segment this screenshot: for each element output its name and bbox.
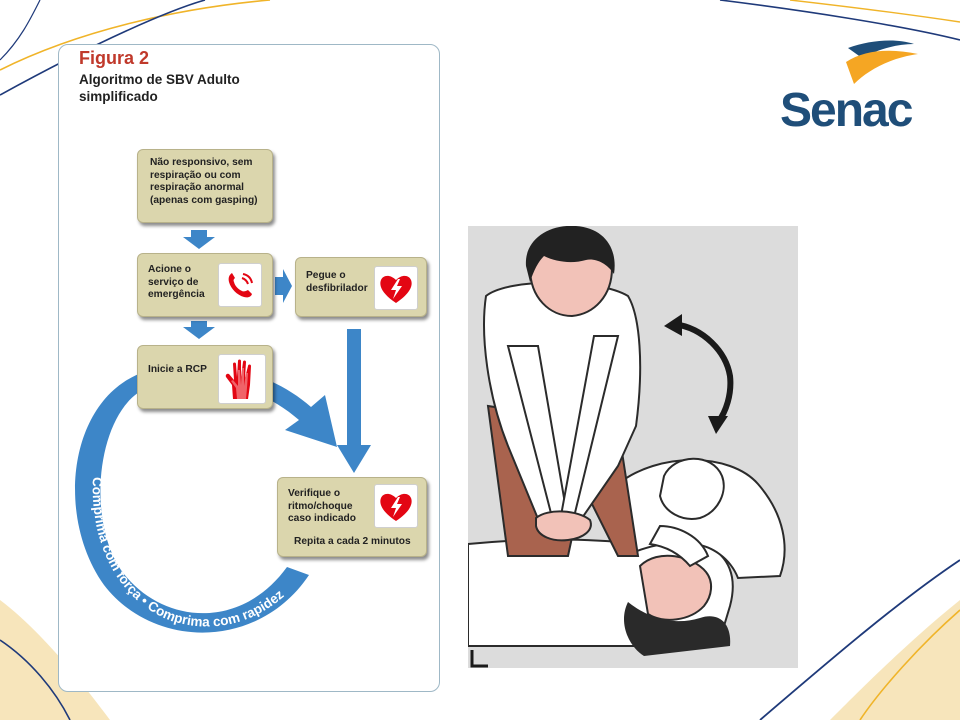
- arrow-down-long: [337, 329, 371, 473]
- step-repeat-text: Repita a cada 2 minutos: [294, 536, 411, 547]
- step-check-rhythm: Verifique o ritmo/choque caso indicado R…: [277, 477, 427, 557]
- svg-text:Senac: Senac: [780, 84, 913, 136]
- cpr-illustration: [468, 226, 798, 668]
- step-unresponsive: Não responsivo, sem respiração ou com re…: [137, 149, 273, 223]
- figure-subtitle: Algoritmo de SBV Adulto simplificado: [79, 72, 240, 104]
- step-unresponsive-text: Não responsivo, sem respiração ou com re…: [150, 157, 258, 206]
- step-start-cpr-text: Inicie a RCP: [148, 364, 207, 375]
- senac-logo: Senac: [780, 40, 918, 136]
- phone-icon: [228, 273, 253, 298]
- step-get-defibrillator: Pegue o desfibrilador: [295, 257, 427, 317]
- step-check-rhythm-text: Verifique o ritmo/choque caso indicado: [288, 488, 356, 524]
- bls-algorithm-figure: Figura 2 Algoritmo de SBV Adulto simplif…: [58, 44, 440, 692]
- arrow-down-1: [183, 230, 215, 249]
- step-call-emergency: Acione o serviço de emergência: [137, 253, 273, 317]
- defibrillator-icon-tile-2: [374, 484, 418, 528]
- hand-icon-tile: [218, 354, 266, 404]
- step-call-emergency-text: Acione o serviço de emergência: [148, 264, 205, 300]
- flow-arrows: Comprima com força • Comprima com rapide…: [75, 230, 371, 633]
- cycle-text: Comprima com força • Comprima com rapide…: [90, 477, 287, 630]
- phone-icon-tile: [218, 263, 262, 307]
- defibrillator-heart-icon: [380, 275, 412, 303]
- defibrillator-icon-tile: [374, 266, 418, 310]
- arrow-down-2: [183, 321, 215, 339]
- defibrillator-heart-icon: [380, 493, 412, 521]
- step-get-defibrillator-text: Pegue o desfibrilador: [306, 270, 368, 294]
- step-start-cpr: Inicie a RCP: [137, 345, 273, 409]
- arrow-right-1: [275, 269, 292, 303]
- figure-title: Figura 2: [79, 48, 150, 68]
- hand-icon: [225, 359, 251, 399]
